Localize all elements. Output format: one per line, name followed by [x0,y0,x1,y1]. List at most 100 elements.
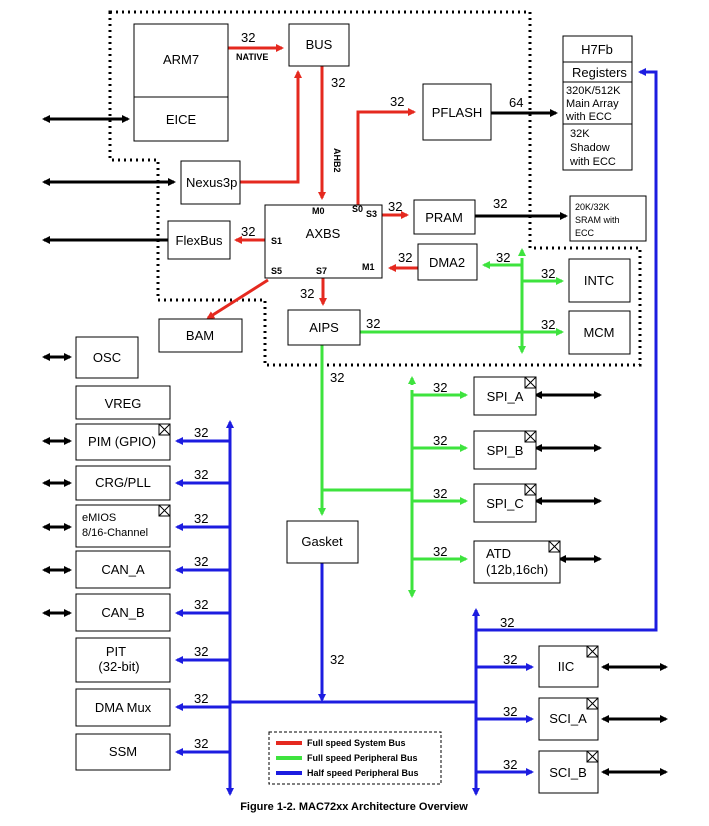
vreg-block: VREG [75,385,171,420]
bus-width-label: 32 [194,511,208,526]
bus-width-label: 64 [509,95,523,110]
bus-width-label: 32 [493,196,507,211]
arm7-block: ARM7 [133,23,229,98]
iic-label: IIC [558,659,575,674]
bus-width-label: 32 [330,652,344,667]
axbs-label: AXBS [306,226,341,241]
main-array-line3: with ECC [565,111,612,123]
port-m0: M0 [312,206,325,216]
nexus-block: Nexus3p [180,160,241,205]
system-bus-lines [206,44,418,320]
aips-label: AIPS [309,320,339,335]
bus-width-label: 32 [433,486,447,501]
bus-width-label: 32 [194,425,208,440]
bus-width-label: 32 [496,250,510,265]
atd-line1: ATD [486,546,511,561]
full-peripheral-bus-lines [318,248,564,598]
bus-width-label: 32 [241,30,255,45]
bus-width-label: 32 [331,75,345,90]
peripheral-corner-icon [586,697,599,710]
registers-label: Registers [572,65,627,80]
flexbus-label: FlexBus [176,233,223,248]
gasket-label: Gasket [301,534,343,549]
dmamux-label: DMA Mux [95,700,152,715]
flash-memory-block: H7Fb Registers 320K/512K Main Array with… [562,35,633,171]
shadow-line2: Shadow [570,142,610,154]
bus-width-label: 32 [194,597,208,612]
port-s3: S3 [366,209,377,219]
legend-red-label: Full speed System Bus [307,738,406,748]
sci-a-block: SCI_A [538,697,599,741]
axbs-block: AXBS M0 S0 S3 S1 S5 S7 M1 [264,204,383,279]
osc-block: OSC [75,336,139,379]
iic-block: IIC [538,645,599,688]
pram-block: PRAM [413,199,476,235]
legend-green-label: Full speed Peripheral Bus [307,753,418,763]
can-a-block: CAN_A [75,550,171,589]
can-b-label: CAN_B [101,605,144,620]
sci-b-block: SCI_B [538,750,599,794]
bus-width-label: 32 [433,433,447,448]
dma2-label: DMA2 [429,255,465,270]
bus-width-label: 32 [503,704,517,719]
shadow-line1: 32K [570,128,590,140]
emios-line2: 8/16-Channel [82,527,148,539]
peripheral-corner-icon [158,504,171,517]
pim-block: PIM (GPIO) [75,423,171,461]
main-array-line1: 320K/512K [566,85,621,97]
peripheral-corner-icon [524,430,537,443]
bus-width-label: 32 [194,554,208,569]
eice-block: EICE [133,96,229,142]
spi-b-block: SPI_B [473,430,537,470]
bus-width-label: 32 [541,266,555,281]
peripheral-corner-icon [548,540,561,553]
ssm-label: SSM [109,744,137,759]
port-s5: S5 [271,266,282,276]
native-label: NATIVE [236,52,268,62]
dmamux-block: DMA Mux [75,688,171,727]
port-s1: S1 [271,236,282,246]
dma2-block: DMA2 [417,243,478,281]
spi-b-label: SPI_B [487,443,524,458]
crg-block: CRG/PLL [75,465,171,501]
bus-width-label: 32 [366,316,380,331]
bus-width-label: 32 [194,736,208,751]
peripheral-corner-icon [524,483,537,496]
atd-line2: (12b,16ch) [486,562,548,577]
arm7-label: ARM7 [163,52,199,67]
h7fb-label: H7Fb [581,42,613,57]
sram-line3: ECC [575,228,595,238]
bus-width-label: 32 [241,224,255,239]
can-a-label: CAN_A [101,562,145,577]
bus-width-label: 32 [194,467,208,482]
figure-caption: Figure 1-2. MAC72xx Architecture Overvie… [240,801,468,813]
bus-width-label: 32 [500,615,514,630]
bus-width-label: 32 [194,691,208,706]
spi-c-label: SPI_C [486,496,524,511]
ssm-block: SSM [75,733,171,771]
bus-width-label: 32 [330,370,344,385]
peripheral-corner-icon [158,423,171,436]
bam-label: BAM [186,328,214,343]
legend-blue-label: Half speed Peripheral Bus [307,768,419,778]
aips-block: AIPS [287,309,361,346]
bus-width-label: 32 [398,250,412,265]
bus-width-label: 32 [300,286,314,301]
shadow-line3: with ECC [569,156,616,168]
peripheral-corner-icon [586,645,599,658]
intc-block: INTC [568,258,631,303]
osc-label: OSC [93,350,121,365]
vreg-label: VREG [105,396,142,411]
emios-line1: eMIOS [82,512,116,524]
external-io-lines [42,109,668,776]
spi-a-block: SPI_A [473,376,537,416]
pram-label: PRAM [425,210,463,225]
atd-block: ATD (12b,16ch) [473,540,561,584]
bus-width-label: 32 [433,544,447,559]
main-array-line2: Main Array [566,98,619,110]
spi-a-label: SPI_A [487,389,524,404]
pim-label: PIM (GPIO) [88,434,156,449]
sram-line1: 20K/32K [575,202,610,212]
bus-width-label: 32 [194,644,208,659]
ahb2-label: AHB2 [332,148,342,173]
